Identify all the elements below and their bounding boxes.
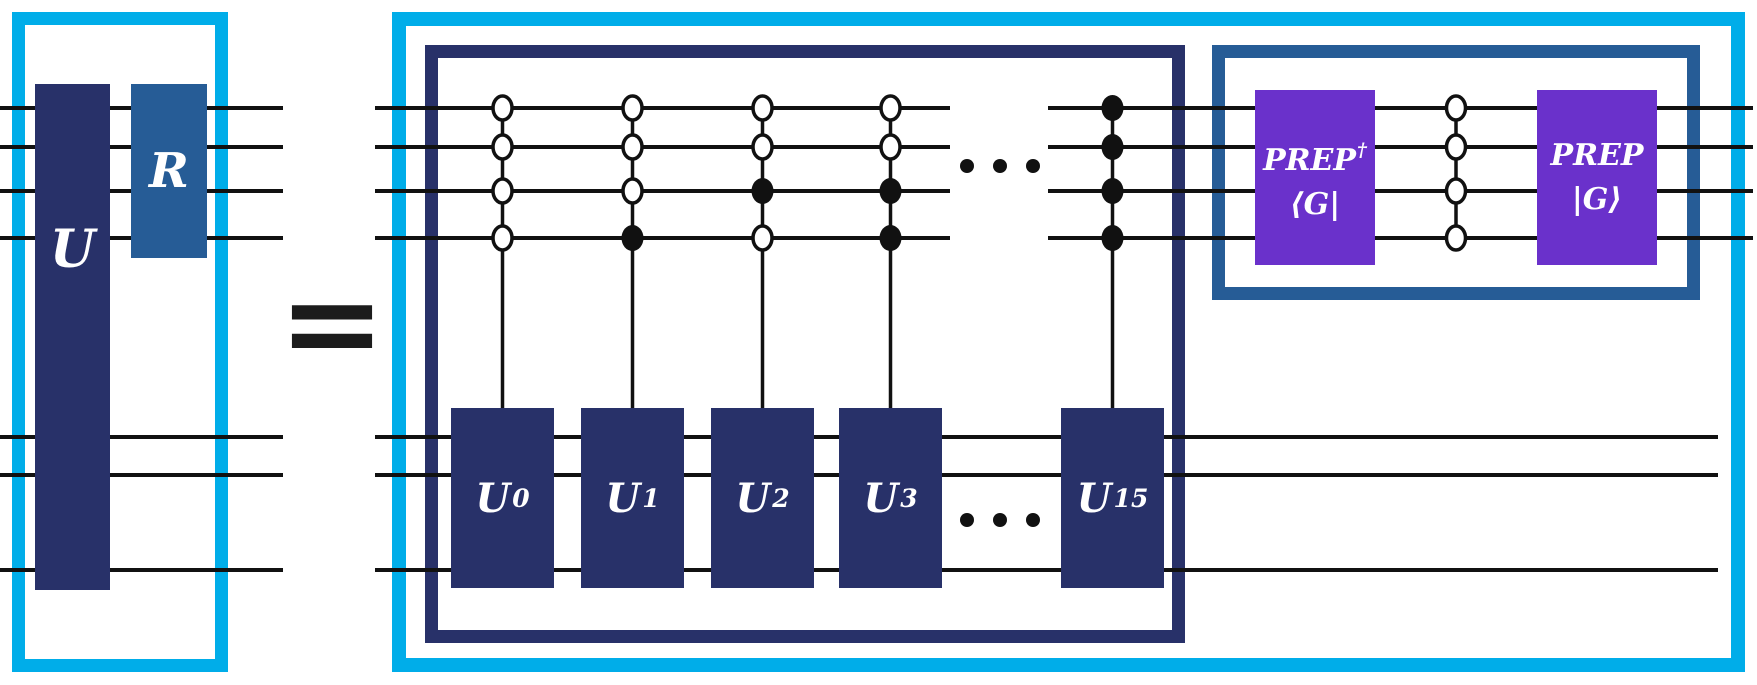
gate-PREP-dagger: PREP† ⟨G| [1255,90,1375,265]
ellipsis-dot [960,513,974,527]
select-gate-subscript: 2 [772,483,790,513]
control-open [621,177,644,205]
control-open [1444,94,1468,122]
control-open [621,94,644,122]
control-open [879,133,902,161]
control-open [751,94,774,122]
control-open [491,224,514,252]
gate-R-label: R [149,143,189,199]
select-gate-label: U [605,474,641,522]
control-filled [1101,178,1124,204]
control-filled [879,178,902,204]
select-gate-subscript: 0 [512,483,530,513]
control-open [491,177,514,205]
control-filled [621,225,644,251]
ellipsis-dot [993,513,1007,527]
control-filled [1101,225,1124,251]
gate-PREP-dagger-line1: PREP† [1263,139,1367,178]
select-gate-subscript: 1 [642,483,660,513]
select-gate-label: U [1076,474,1112,522]
control-open [491,133,514,161]
control-filled [1101,134,1124,160]
left-circuit-frame [12,12,228,672]
select-box-frame [425,45,1185,643]
select-gate-label: U [735,474,771,522]
dagger-superscript: † [1356,139,1367,161]
gate-PREP-line2: |G⟩ [1571,181,1623,217]
gate-PREP: PREP |G⟩ [1537,90,1657,265]
control-open [1444,133,1468,161]
control-filled [1101,95,1124,121]
ellipsis-dot [1026,513,1040,527]
control-open [491,94,514,122]
control-open [621,133,644,161]
control-open [1444,224,1468,252]
gate-U-label: U [49,219,96,280]
control-filled [751,178,774,204]
select-gate-subscript: 15 [1113,483,1149,513]
control-open [879,94,902,122]
ellipsis-dot [993,159,1007,173]
gate-U: U [35,84,110,590]
gate-PREP-dagger-line2: ⟨G| [1289,187,1341,222]
ellipsis-dot [1026,159,1040,173]
control-open [751,133,774,161]
control-open [1444,177,1468,205]
gate-PREP-line1: PREP [1550,137,1644,173]
gate-R: R [131,84,207,258]
select-gate-label: U [475,474,511,522]
select-gate-subscript: 3 [900,483,918,513]
ellipsis-dot [960,159,974,173]
right-circuit-frame [392,12,1745,672]
equals-sign: = [278,248,386,398]
control-filled [879,225,902,251]
control-open [751,224,774,252]
select-gate-label: U [863,474,899,522]
